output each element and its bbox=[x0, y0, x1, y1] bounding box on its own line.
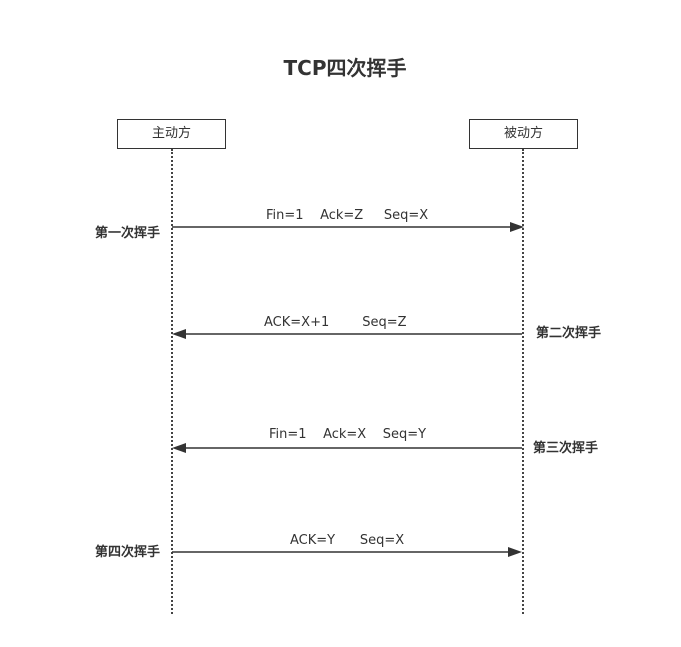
step-2-label: 第二次挥手 bbox=[536, 326, 602, 341]
message-3-arrowhead bbox=[172, 443, 186, 453]
message-4-label: ACK=Y Seq=X bbox=[290, 533, 405, 548]
diagram-title: TCP四次挥手 bbox=[283, 56, 407, 80]
message-2-arrowhead bbox=[172, 329, 186, 339]
step-4-label: 第四次挥手 bbox=[95, 545, 161, 560]
message-1-label: Fin=1 Ack=Z Seq=X bbox=[266, 208, 429, 223]
message-2-label: ACK=X+1 Seq=Z bbox=[264, 315, 407, 330]
step-1-label: 第一次挥手 bbox=[95, 226, 161, 241]
lifeline-passive bbox=[522, 149, 524, 614]
message-3-label: Fin=1 Ack=X Seq=Y bbox=[269, 427, 427, 442]
participant-active: 主动方 bbox=[117, 119, 226, 149]
participant-passive: 被动方 bbox=[469, 119, 578, 149]
step-3-label: 第三次挥手 bbox=[533, 441, 599, 456]
message-4-arrowhead bbox=[508, 547, 522, 557]
lifeline-active bbox=[171, 149, 173, 614]
